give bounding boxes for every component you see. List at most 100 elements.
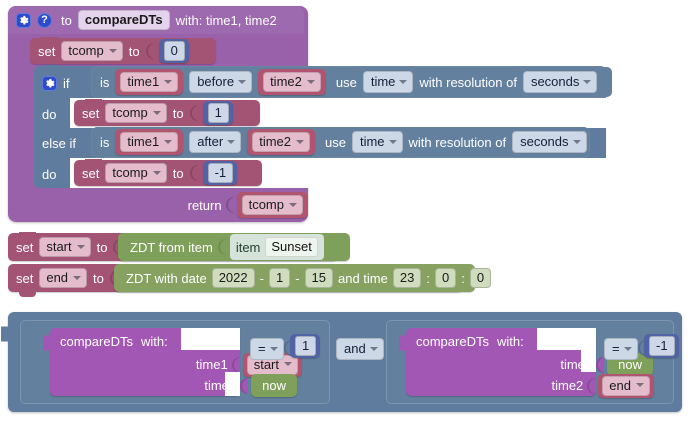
now-label: now <box>618 357 642 372</box>
day-field[interactable]: 15 <box>304 268 333 288</box>
gear-icon[interactable] <box>42 75 57 91</box>
hour-field[interactable]: 23 <box>392 268 422 288</box>
resolution-label: with resolution of <box>419 74 517 90</box>
variable-dropdown[interactable]: time2 <box>252 132 310 152</box>
number-value[interactable]: 0 <box>163 41 185 61</box>
to-label: to <box>96 239 108 255</box>
chevron-down-icon <box>73 275 82 280</box>
condition-block-2[interactable]: is time1 after time2 use time <box>92 127 589 157</box>
variable-get-block[interactable]: time2 <box>247 129 315 155</box>
else-if-row: else if <box>42 128 76 158</box>
chevron-down-icon <box>284 362 292 366</box>
variable-get-block[interactable]: time2 <box>258 69 326 95</box>
resolution-dropdown[interactable]: seconds <box>522 71 598 93</box>
variable-get-block[interactable]: end <box>598 373 654 398</box>
chevron-down-icon <box>572 139 581 144</box>
zdt-from-item-block[interactable]: ZDT from item item Sunset <box>118 233 350 261</box>
do-row-2: do <box>42 159 56 189</box>
comparison-operator-dropdown[interactable]: before <box>189 71 253 93</box>
chevron-down-icon <box>164 79 173 84</box>
chevron-down-icon <box>76 244 85 249</box>
number-value[interactable]: -1 <box>649 336 675 356</box>
comparator-dropdown-right[interactable]: = <box>604 338 638 360</box>
item-label: item <box>235 239 261 255</box>
resolution-dropdown[interactable]: seconds <box>512 131 587 153</box>
number-block[interactable]: 1 <box>202 101 233 125</box>
number-block-right[interactable]: -1 <box>644 334 679 358</box>
equals-block-left[interactable]: compareDTs with: time1 start time2 now <box>20 320 330 404</box>
zdt-with-date-block[interactable]: ZDT with date 2022 - 1 - 15 and time 23 … <box>114 264 492 292</box>
variable-dropdown[interactable]: end <box>39 268 88 288</box>
chevron-down-icon <box>388 139 397 144</box>
year-field[interactable]: 2022 <box>211 268 255 288</box>
do-row-1: do <box>42 99 56 129</box>
return-row: return tcomp <box>8 188 314 222</box>
gear-icon[interactable] <box>16 12 31 28</box>
variable-get-block[interactable]: time1 <box>115 69 184 95</box>
use-dropdown[interactable]: time <box>362 71 414 93</box>
use-dropdown[interactable]: time <box>351 131 403 153</box>
equals-block-right[interactable]: compareDTs with: time1 now time2 end <box>386 320 679 404</box>
chevron-down-icon <box>369 346 378 351</box>
minute-field[interactable]: 0 <box>434 268 457 288</box>
variable-dropdown[interactable]: time1 <box>120 132 179 152</box>
to-label: to <box>61 12 72 28</box>
number-value[interactable]: 1 <box>207 103 229 123</box>
number-value[interactable]: 1 <box>295 336 317 356</box>
chevron-down-icon <box>306 79 315 84</box>
variable-get-block[interactable]: time1 <box>115 129 184 155</box>
now-label: now <box>262 378 286 393</box>
number-block[interactable]: -1 <box>202 161 238 185</box>
call-name-label: compareDTs <box>60 333 133 349</box>
procedure-definition-block[interactable]: ? to compareDTs with: time1, time2 set t… <box>8 6 612 222</box>
condition-block-1[interactable]: is time1 before time2 use time <box>92 67 612 97</box>
empty-area <box>181 328 240 350</box>
and-expression-block[interactable]: compareDTs with: time1 start time2 now <box>1 312 682 412</box>
if-label: if <box>63 75 70 91</box>
if-else-block[interactable]: if is time1 before time2 use <box>34 65 612 189</box>
zdt-from-item-label: ZDT from item <box>130 239 213 255</box>
now-block[interactable]: now <box>251 374 297 397</box>
variable-dropdown[interactable]: tcomp <box>105 163 167 183</box>
time-separator: : <box>426 270 430 286</box>
return-label: return <box>187 197 222 213</box>
number-block[interactable]: 0 <box>158 39 189 63</box>
else-if-label: else if <box>42 135 76 151</box>
chevron-down-icon <box>238 79 247 84</box>
chevron-down-icon <box>636 383 644 387</box>
variable-dropdown[interactable]: start <box>39 237 91 257</box>
set-variable-block[interactable]: set tcomp to 0 <box>30 37 216 64</box>
set-variable-block[interactable]: set tcomp to -1 <box>74 159 262 186</box>
resolution-label: with resolution of <box>408 134 507 150</box>
to-label: to <box>128 43 140 59</box>
chevron-down-icon <box>269 346 278 351</box>
date-separator: - <box>295 270 300 286</box>
number-value[interactable]: -1 <box>207 163 234 183</box>
is-label: is <box>100 74 110 90</box>
arg1-label: time1 <box>195 357 228 372</box>
variable-dropdown[interactable]: time1 <box>120 72 179 92</box>
variable-dropdown[interactable]: tcomp <box>61 41 123 61</box>
number-block-left[interactable]: 1 <box>290 334 321 358</box>
call-name-label: compareDTs <box>416 333 489 349</box>
set-end-block[interactable]: set end to ZDT with date 2022 - 1 - 15 a… <box>8 264 492 297</box>
variable-dropdown[interactable]: time2 <box>263 72 321 92</box>
item-name-field[interactable]: Sunset <box>265 237 318 257</box>
set-start-block[interactable]: set start to ZDT from item item Sunset <box>8 232 350 261</box>
use-label: use <box>325 134 346 150</box>
variable-dropdown[interactable]: start <box>246 354 298 375</box>
question-icon[interactable]: ? <box>37 12 52 28</box>
second-field[interactable]: 0 <box>469 268 492 288</box>
set-variable-block[interactable]: set tcomp to 1 <box>74 99 260 126</box>
comparator-dropdown-left[interactable]: = <box>250 338 284 360</box>
variable-dropdown[interactable]: tcomp <box>241 195 303 215</box>
item-block[interactable]: item Sunset <box>229 234 324 260</box>
comparison-operator-dropdown[interactable]: after <box>189 131 242 153</box>
variable-dropdown[interactable]: tcomp <box>105 103 167 123</box>
and-operator-dropdown[interactable]: and <box>336 338 384 360</box>
procedure-name-field[interactable]: compareDTs <box>77 10 170 30</box>
variable-dropdown[interactable]: end <box>602 375 650 396</box>
variable-get-block[interactable]: tcomp <box>236 192 308 218</box>
chevron-down-icon <box>164 139 173 144</box>
month-field[interactable]: 1 <box>268 268 291 288</box>
